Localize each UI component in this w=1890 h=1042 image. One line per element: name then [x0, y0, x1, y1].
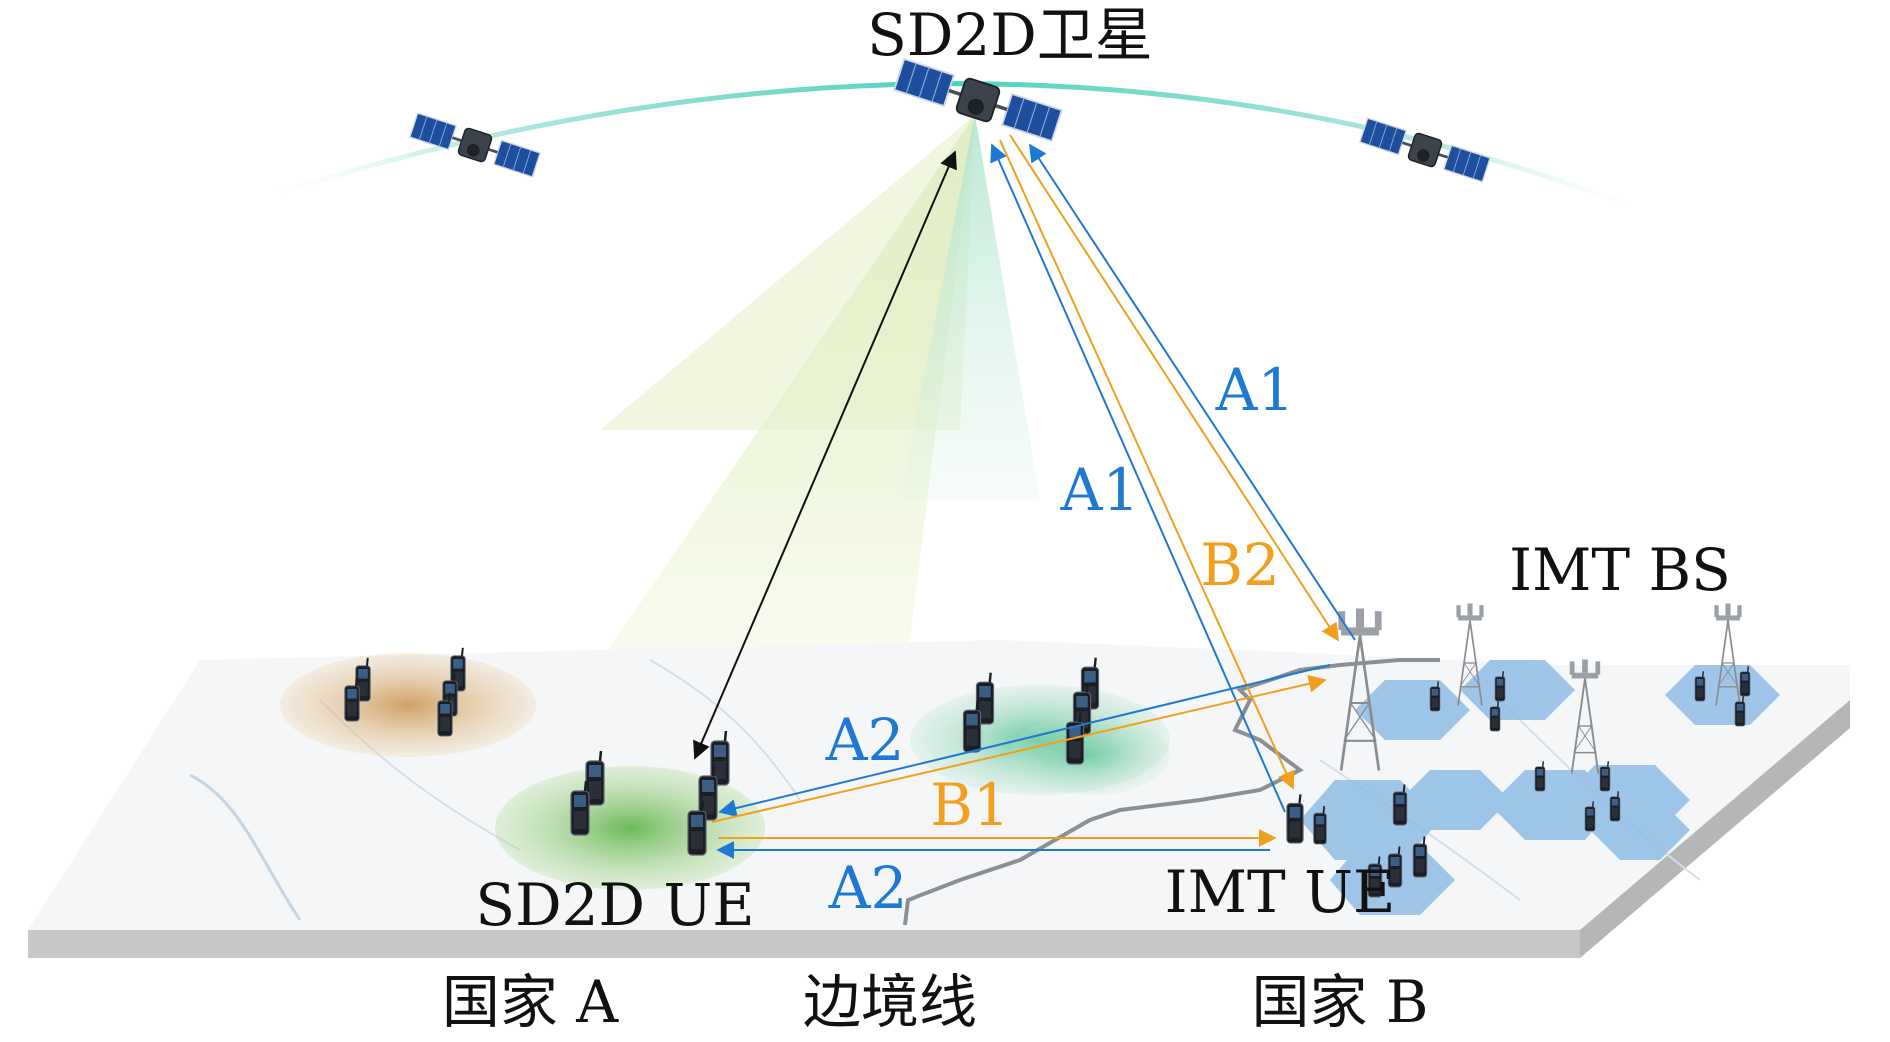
label-imt-bs: IMT BS: [1509, 536, 1731, 604]
label-country-a: 国家 A: [442, 968, 619, 1036]
neighbor-cell-brown: [280, 653, 536, 757]
label-a1-upper: A1: [1215, 356, 1295, 424]
link-b1-upper: [711, 674, 1327, 823]
label-imt-ue: IMT UE: [1165, 858, 1396, 926]
label-a2-upper: A2: [825, 706, 905, 774]
link-a2-upper: [718, 664, 1331, 817]
link-b2: [1009, 134, 1339, 642]
satellite-icon-sd2d: [891, 55, 1065, 145]
beam-shadow-bands: [600, 115, 975, 430]
link-b1-sat: [999, 139, 1295, 790]
link-a1-upper: [1029, 143, 1356, 641]
label-sd2d-satellite: SD2D卫星: [867, 1, 1153, 69]
sd2d-cell-green: [495, 766, 765, 890]
label-country-b: 国家 B: [1251, 968, 1428, 1036]
label-a2-lower: A2: [828, 854, 908, 922]
satellite-icon: [408, 110, 542, 180]
label-sd2d-ue: SD2D UE: [475, 871, 754, 939]
neighbor-cell-teal-2: [1010, 715, 1170, 795]
link-sd2d-bidirectional: [693, 150, 957, 760]
label-a1-lower: A1: [1060, 456, 1140, 524]
label-b1: B1: [930, 771, 1010, 839]
satellite-icon: [1358, 115, 1492, 185]
label-border: 边境线: [803, 968, 977, 1036]
label-b2: B2: [1200, 531, 1280, 599]
